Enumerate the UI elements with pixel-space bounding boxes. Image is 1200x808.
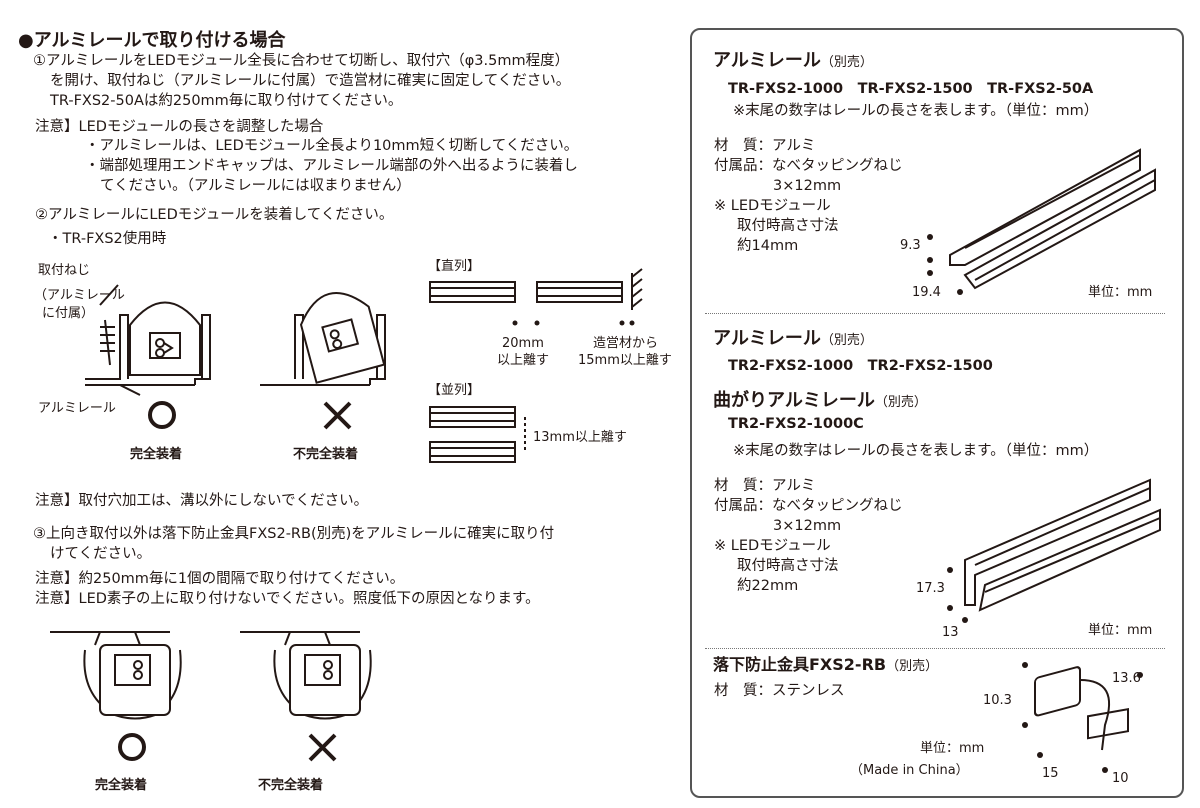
rail1-spec-height: 約14mm xyxy=(737,238,799,254)
step3-line2: けてください。 xyxy=(50,546,152,562)
rail1-dim-height: 9.3 xyxy=(900,238,921,253)
step3-line1: ③上向き取付以外は落下防止金具FXS2-RB(別売)をアルミレールに確実に取り付 xyxy=(33,526,555,542)
rail3-spec-screw: 3×12mm xyxy=(773,518,842,534)
gap1: 20mm xyxy=(502,336,544,351)
bracket-origin: （Made in China） xyxy=(850,763,969,778)
gap2b: 15mm以上離す xyxy=(578,353,672,368)
rail3-heading: 曲がりアルミレール（別売） xyxy=(713,390,927,412)
note1-bullet2: ・端部処理用エンドキャップは、アルミレール端部の外へ出るように装着し xyxy=(85,158,578,174)
rail3-spec-material: 材 質：アルミ xyxy=(714,478,816,494)
note1: 注意】LEDモジュールの長さを調整した場合 xyxy=(35,119,324,135)
rail2-title: アルミレール xyxy=(713,328,821,349)
rail3-spec-note: ※ LEDモジュール xyxy=(714,538,831,554)
rail1-heading: アルミレール（別売） xyxy=(713,50,873,72)
rail3-spec-note2: 取付時高さ寸法 xyxy=(737,558,839,574)
step2-sub: ・TR-FXS2使用時 xyxy=(48,231,167,247)
bracket-material: 材 質：ステンレス xyxy=(714,683,845,699)
step1-line2: を開け、取付ねじ（アルミレールに付属）で造営材に確実に固定してください。 xyxy=(50,73,571,89)
bracket-unit: 単位：mm xyxy=(920,741,985,756)
rail3-dim-height: 17.3 xyxy=(916,581,945,596)
rail3-note: ※末尾の数字はレールの長さを表します。（単位：mm） xyxy=(733,443,1099,459)
gap1b: 以上離す xyxy=(497,353,550,368)
step2: ②アルミレールにLEDモジュールを装着してください。 xyxy=(35,207,394,223)
bottom-ng-label: 不完全装着 xyxy=(258,778,324,793)
bottom-ok-label: 完全装着 xyxy=(95,778,148,793)
rail1-spec-material: 材 質：アルミ xyxy=(714,138,816,154)
rail1-suffix: （別売） xyxy=(820,55,873,70)
rail2-suffix: （別売） xyxy=(820,333,873,348)
note2: 注意】取付穴加工は、溝以外にしないでください。 xyxy=(35,493,369,509)
divider xyxy=(705,648,1165,649)
gap2: 造営材から xyxy=(593,336,659,351)
rail1-illustration xyxy=(927,148,1156,295)
rail1-spec-accessory: 付属品：なべタッピングねじ xyxy=(714,158,903,174)
rail1-title: アルミレール xyxy=(713,50,821,71)
rail1-spec-screw: 3×12mm xyxy=(773,178,842,194)
note1-bullet2-cont: てください。（アルミレールには収まりません） xyxy=(100,178,411,194)
series-title: 【直列】 xyxy=(428,259,481,274)
rail1-spec-note2: 取付時高さ寸法 xyxy=(737,218,839,234)
bracket-heading: 落下防止金具FXS2-RB（別売） xyxy=(713,656,938,676)
rail1-unit: 単位：mm xyxy=(1088,285,1153,300)
ng-label: 不完全装着 xyxy=(293,447,359,462)
ok-label: 完全装着 xyxy=(130,447,183,462)
rail1-spec-note: ※ LEDモジュール xyxy=(714,198,831,214)
bracket-illustration xyxy=(1022,662,1143,773)
rail3-spec-accessory: 付属品：なべタッピングねじ xyxy=(714,498,903,514)
rail3-codes: TR2-FXS2-1000C xyxy=(728,416,864,432)
bracket-dim-width: 13.6 xyxy=(1112,671,1141,686)
step1-line3: TR-FXS2-50Aは約250mm毎に取り付けてください。 xyxy=(50,93,403,109)
screw-note1: （アルミレール xyxy=(34,288,125,303)
rail1-note: ※末尾の数字はレールの長さを表します。（単位：mm） xyxy=(733,103,1099,119)
screw-label: 取付ねじ xyxy=(38,263,91,278)
rail1-codes: TR-FXS2-1000 TR-FXS2-1500 TR-FXS2-50A xyxy=(728,81,1094,97)
screw-note2: に付属） xyxy=(42,306,95,321)
rail-label: アルミレール xyxy=(38,401,116,416)
section-title: ●アルミレールで取り付ける場合 xyxy=(18,30,286,51)
rail2-heading: アルミレール（別売） xyxy=(713,328,873,350)
note4: 注意】LED素子の上に取り付けないでください。照度低下の原因となります。 xyxy=(35,591,540,607)
rail3-dim-width: 13 xyxy=(942,625,959,640)
rail-install-illustration xyxy=(85,268,643,463)
rail1-dim-width: 19.4 xyxy=(912,285,941,300)
step1-line1: ①アルミレールをLEDモジュール全長に合わせて切断し、取付穴（φ3.5mm程度） xyxy=(33,53,570,69)
rail3-suffix: （別売） xyxy=(874,395,927,410)
bracket-dim-height: 10.3 xyxy=(983,693,1012,708)
parallel-title: 【並列】 xyxy=(428,383,481,398)
note1-bullet1: ・アルミレールは、LEDモジュール全長より10mm短く切断してください。 xyxy=(85,138,579,154)
optional-parts-panel xyxy=(690,28,1184,798)
rail3-illustration xyxy=(947,478,1161,623)
note3: 注意】約250mm毎に1個の間隔で取り付けてください。 xyxy=(35,571,405,587)
rail3-unit: 単位：mm xyxy=(1088,623,1153,638)
rail3-title: 曲がりアルミレール xyxy=(713,390,875,411)
bracket-install-illustration xyxy=(50,631,372,762)
bracket-suffix: （別売） xyxy=(886,659,939,674)
bracket-dim-depth: 15 xyxy=(1042,766,1059,781)
bracket-title: 落下防止金具FXS2-RB xyxy=(713,655,887,674)
gap3: 13mm以上離す xyxy=(533,430,627,445)
divider xyxy=(705,313,1165,314)
rail3-spec-height: 約22mm xyxy=(737,578,799,594)
rail2-codes: TR2-FXS2-1000 TR2-FXS2-1500 xyxy=(728,358,993,374)
bracket-dim-depth2: 10 xyxy=(1112,771,1129,786)
